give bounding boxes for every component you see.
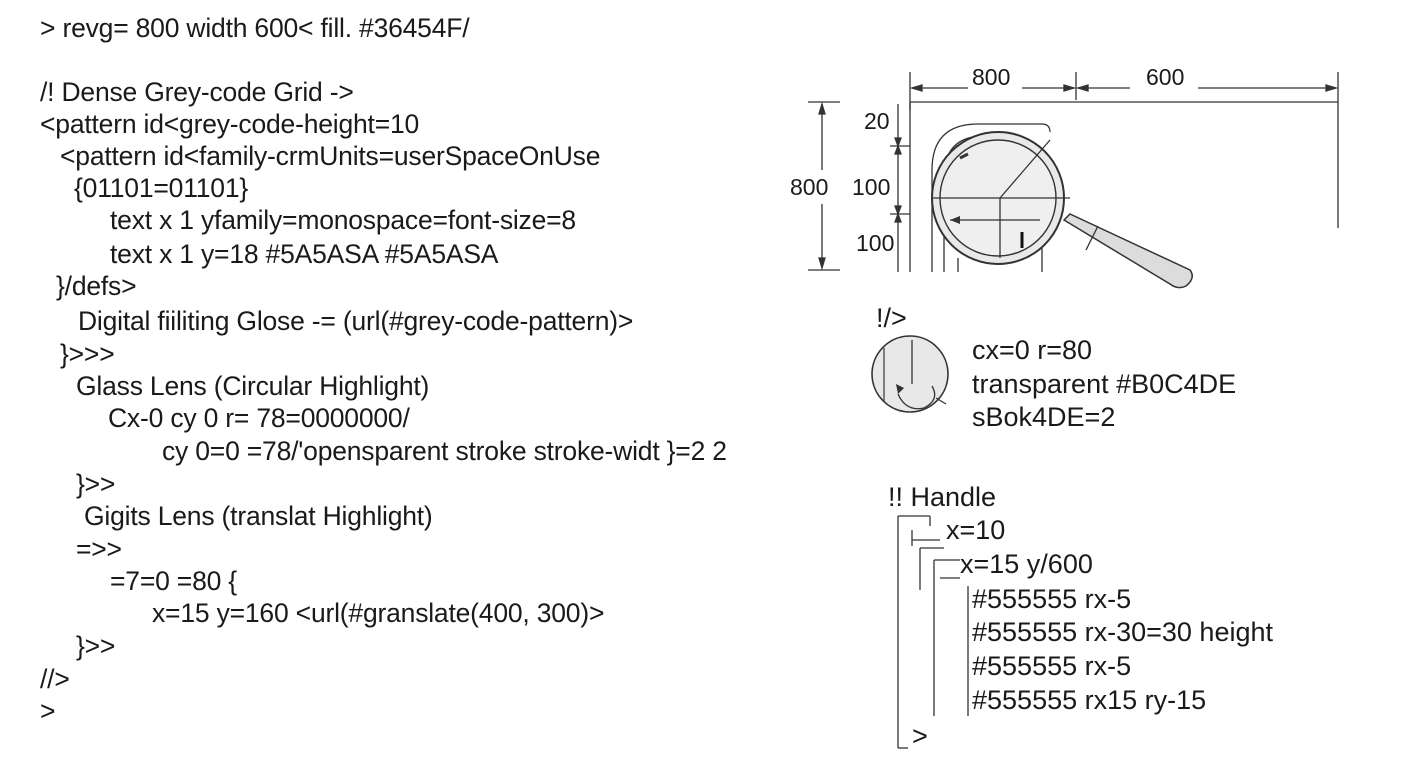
code-line: <pattern id<family-crmUnits=userSpaceOnU… (60, 141, 601, 171)
magnifier-icon (931, 123, 1193, 289)
code-line: <pattern id<grey-code-height=10 (40, 109, 420, 139)
lens-circle-icon (871, 335, 949, 413)
outer-dimension-label: 800 (790, 174, 829, 200)
lens-note: sBok4DE=2 (972, 402, 1116, 432)
handle-note: #555555 rx-5 (972, 584, 1132, 614)
handle-end: > (912, 721, 928, 751)
top-dimension-label: 600 (1146, 64, 1185, 90)
code-line: =>> (76, 534, 122, 564)
code-line: =7=0 =80 { (110, 566, 237, 596)
left-dimension (808, 101, 911, 272)
code-line: cy 0=0 =78/'opensparent stroke stroke-wi… (162, 436, 727, 466)
handle-note: x=10 (946, 515, 1006, 545)
tree-connector-icon (897, 515, 969, 749)
top-dimension-label: 800 (972, 64, 1011, 90)
code-line: //> (40, 664, 70, 694)
code-line: Gigits Lens (translat Highlight) (84, 501, 433, 531)
code-line: Cx-0 cy 0 r= 78=0000000/ (108, 403, 410, 433)
top-dimension (909, 72, 1339, 228)
code-line: text x 1 y=18 #5A5ASA #5A5ASA (110, 239, 499, 269)
code-line: }>> (76, 631, 116, 661)
code-line: /! Dense Grey-code Grid -> (40, 77, 354, 107)
code-line: text x 1 yfamily=monospace=font-size=8 (110, 205, 576, 235)
close-tag-label: !/> (876, 303, 907, 333)
left-dimension-label: 100 (856, 230, 895, 256)
handle-title: !! Handle (888, 482, 997, 512)
code-line: Glass Lens (Circular Highlight) (76, 371, 430, 401)
handle-note: #555555 rx15 ry-15 (972, 685, 1207, 715)
handle-note: #555555 rx-30=30 height (972, 617, 1273, 647)
code-line: > (40, 696, 56, 726)
handle-note: #555555 rx-5 (972, 651, 1132, 681)
code-line: }>> (76, 469, 116, 499)
left-dimension-label: 100 (852, 174, 891, 200)
left-dimension-label: 20 (864, 108, 890, 134)
code-line: > revg= 800 width 600< fill. #36454F/ (40, 13, 470, 43)
code-line: x=15 y=160 <url(#granslate(400, 300)> (152, 598, 605, 628)
code-line: {01101=01101} (74, 173, 249, 203)
code-line: Digital fiiliting Glose -= (url(#grey-co… (78, 306, 634, 336)
code-line: }>>> (60, 339, 115, 369)
handle-note: x=15 y/600 (960, 549, 1093, 579)
lens-note: cx=0 r=80 (972, 335, 1093, 365)
code-line: }/defs> (56, 271, 137, 301)
lens-note: transparent #B0C4DE (972, 369, 1237, 399)
